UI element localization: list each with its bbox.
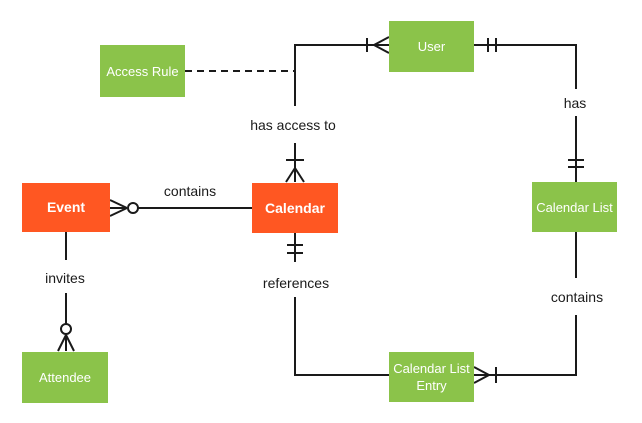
crows-foot-many-marker	[473, 366, 490, 384]
zero-circle-marker	[60, 323, 72, 335]
zero-circle-marker	[127, 202, 139, 214]
connector-line	[294, 297, 389, 376]
entity-calendar-list-label: Calendar List	[536, 199, 613, 215]
relationship-line-contains-events	[109, 199, 252, 217]
one-and-only-one-marker	[287, 244, 303, 254]
relationship-line-references	[287, 233, 389, 376]
connector-line	[294, 44, 374, 106]
connector-line	[489, 315, 577, 376]
entity-attendee-label: Attendee	[38, 370, 92, 385]
relationship-line-invites	[57, 232, 75, 352]
entity-calendar-list-entry[interactable]: Calendar List Entry	[389, 352, 474, 402]
relationship-label-has-access-to: has access to	[250, 117, 336, 133]
entity-user-label: User	[417, 39, 446, 54]
relationship-label-references: references	[262, 275, 330, 291]
crows-foot-many-marker	[109, 199, 128, 217]
entity-calendar-list-entry-label: Calendar List Entry	[393, 361, 470, 393]
relationship-line-contains-entries	[473, 232, 577, 384]
entity-calendar[interactable]: Calendar	[252, 183, 338, 233]
entity-event-label: Event	[46, 199, 86, 215]
entity-access-rule[interactable]: Access Rule	[100, 45, 185, 97]
crows-foot-many-marker	[57, 334, 75, 352]
relationship-line-has	[474, 38, 584, 182]
relationship-line-has-access-to	[285, 36, 390, 183]
relationship-label-has: has	[563, 95, 587, 111]
relationship-label-invites: invites	[45, 270, 85, 286]
entity-user[interactable]: User	[389, 21, 474, 72]
one-and-only-one-marker	[568, 159, 584, 168]
entity-attendee[interactable]: Attendee	[22, 352, 108, 403]
entity-access-rule-label: Access Rule	[106, 63, 179, 79]
entity-calendar-list[interactable]: Calendar List	[532, 182, 617, 232]
relationship-label-contains-events: contains	[163, 183, 217, 199]
one-and-only-one-marker	[487, 38, 497, 52]
crows-foot-many-marker	[373, 36, 390, 54]
entity-calendar-label: Calendar	[265, 199, 325, 216]
crows-foot-many-marker	[285, 167, 305, 183]
relationship-label-contains-entries: contains	[550, 289, 604, 305]
entity-event[interactable]: Event	[22, 183, 110, 232]
connector-line	[474, 44, 577, 89]
